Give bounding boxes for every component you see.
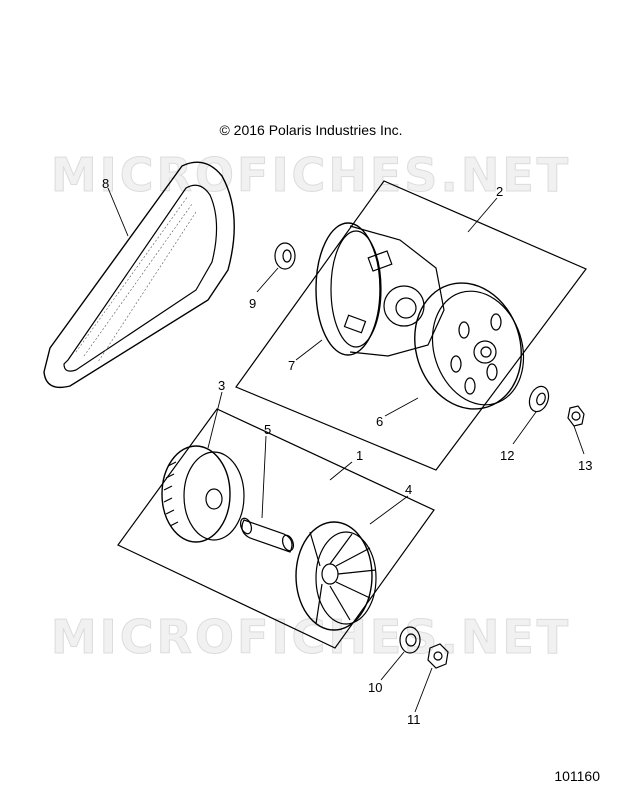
nut-13-part — [567, 405, 585, 427]
bushing-5-part — [239, 517, 295, 553]
nut-11-part — [427, 643, 449, 669]
washer-10-part — [399, 626, 421, 654]
driven-clutch-7-part — [315, 222, 445, 357]
watermark-top: MICROFICHES.NET — [50, 148, 572, 203]
drive-belt-part — [43, 161, 235, 389]
driven-clutch-group-box — [235, 180, 587, 471]
callout-10: 10 — [368, 680, 382, 695]
callout-2: 2 — [496, 184, 503, 199]
washer-9-part — [274, 242, 296, 270]
callout-3: 3 — [218, 378, 225, 393]
callout-6: 6 — [376, 414, 383, 429]
leader-lines — [107, 187, 585, 713]
callout-8: 8 — [102, 176, 109, 191]
document-number: 101160 — [554, 768, 600, 784]
moveable-sheave-4-part — [295, 521, 377, 631]
drive-clutch-group-box — [117, 408, 435, 649]
fixed-sheave-3-part — [161, 445, 245, 543]
washer-12-part — [528, 385, 550, 413]
callout-7: 7 — [288, 358, 295, 373]
callout-9: 9 — [249, 296, 256, 311]
callout-13: 13 — [578, 458, 592, 473]
callout-11: 11 — [407, 712, 421, 727]
callout-5: 5 — [264, 422, 271, 437]
callout-4: 4 — [405, 482, 412, 497]
clutch-bell-6-part — [414, 282, 525, 410]
callout-1: 1 — [356, 448, 363, 463]
watermark-bottom: MICROFICHES.NET — [50, 610, 572, 665]
copyright-notice: © 2016 Polaris Industries Inc. — [219, 122, 403, 138]
callout-12: 12 — [500, 448, 514, 463]
